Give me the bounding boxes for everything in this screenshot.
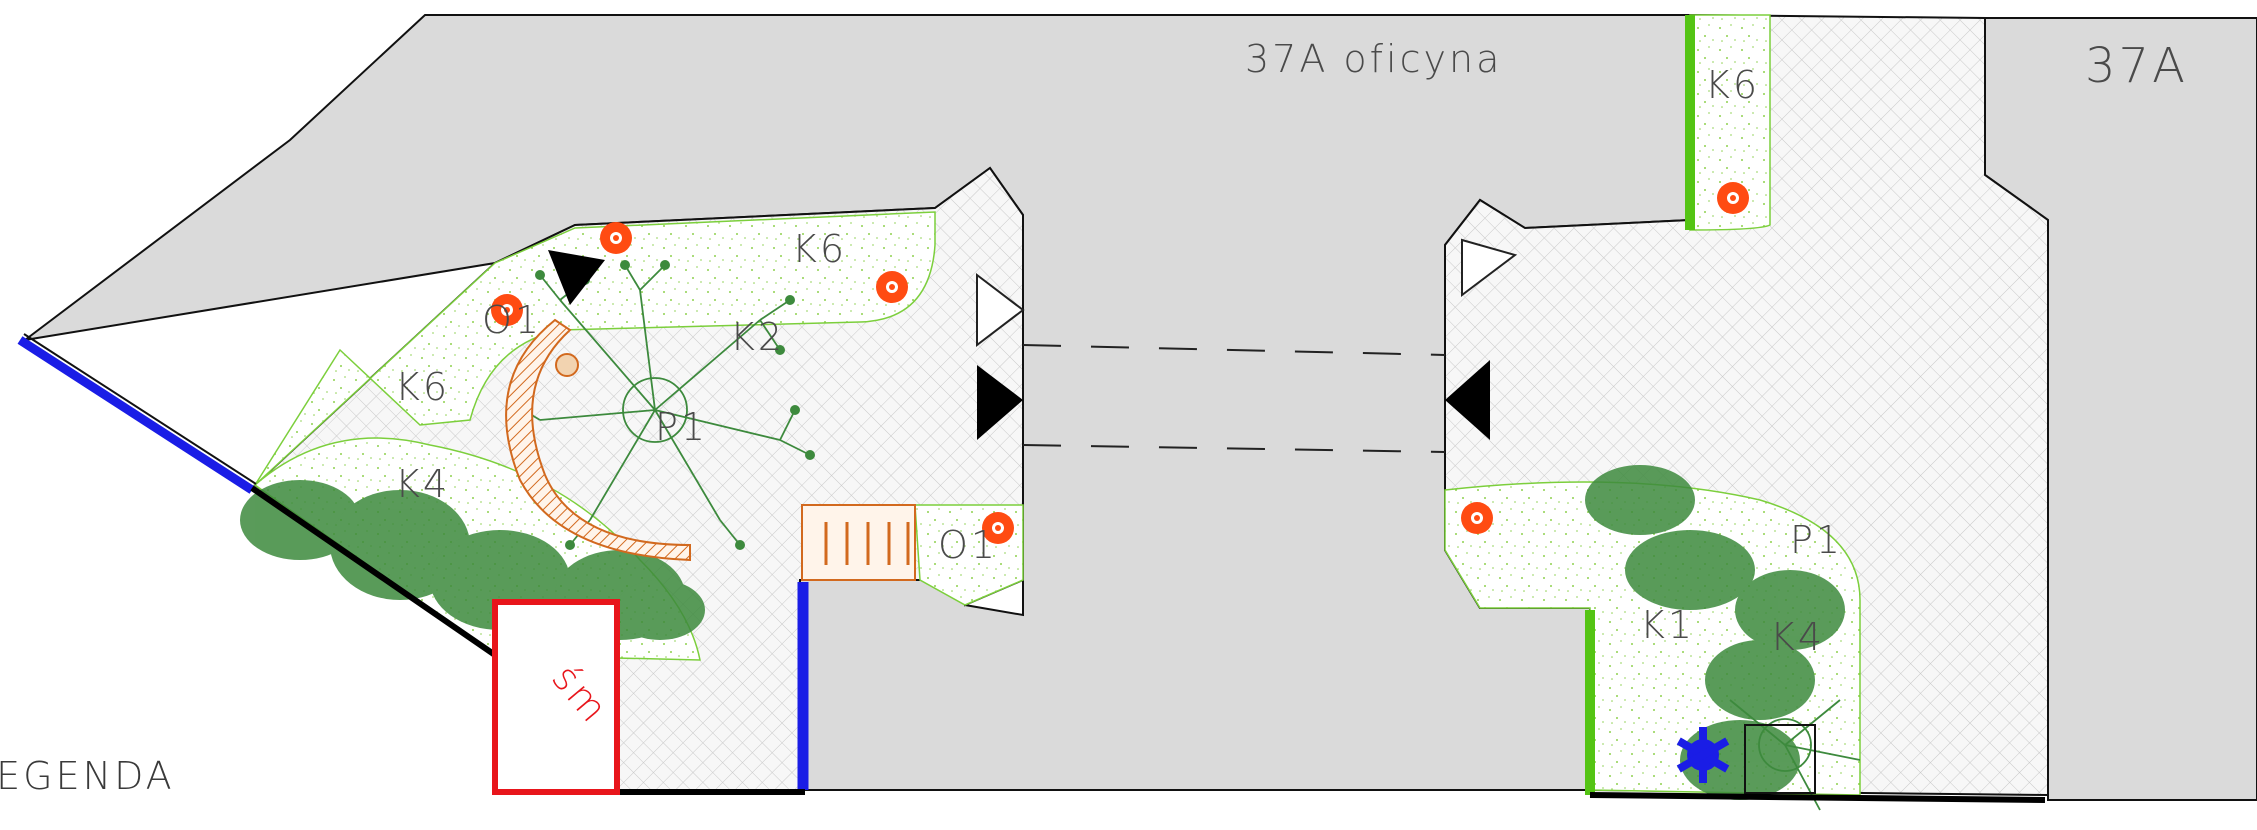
zone-label-p1: P1 xyxy=(1790,518,1843,562)
planting-bed-right-top xyxy=(1689,14,1771,231)
zone-label-o1: O1 xyxy=(482,298,542,342)
zone-label-k6: K6 xyxy=(1705,63,1760,107)
entrance-arrow-open-icon xyxy=(1461,238,1518,298)
lamp-icon xyxy=(982,512,1014,544)
legend-title: LEGENDA xyxy=(0,754,175,798)
wall-black-right-bottom xyxy=(1589,792,2046,803)
tree-p1-right xyxy=(1729,699,1861,811)
curved-bench xyxy=(505,318,691,562)
zone-label-o1: O1 xyxy=(938,523,998,567)
entrance-arrow-icon xyxy=(548,250,605,305)
lamp-icon xyxy=(1717,182,1749,214)
zone-label-k6: K6 xyxy=(792,227,847,271)
zone-label-k4: K4 xyxy=(395,462,450,506)
outbuilding-label: 37A oficyna xyxy=(1245,37,1502,81)
main-building-label: 37A xyxy=(2085,38,2188,94)
lamp-icon xyxy=(876,271,908,303)
fence-blue-left xyxy=(17,336,255,494)
zone-label-k4: K4 xyxy=(1770,615,1825,659)
bench-post-icon xyxy=(555,353,579,377)
water-point-icon xyxy=(1676,727,1730,783)
waste-area xyxy=(492,599,620,795)
bike-rack xyxy=(801,504,916,581)
entrance-arrow-icon xyxy=(977,365,1023,440)
lamp-icon xyxy=(600,222,632,254)
zone-label-p1: P1 xyxy=(655,405,708,449)
passage-line-upper xyxy=(1022,344,1446,356)
entrance-arrow-open-icon xyxy=(976,272,1025,348)
fence-blue-left-inner xyxy=(23,333,257,485)
zone-label-k6: K6 xyxy=(395,365,450,409)
lamp-icon xyxy=(491,294,523,326)
lamp-icon xyxy=(1461,502,1493,534)
tree-grate xyxy=(1744,724,1816,794)
tree-k1-k4-right xyxy=(1585,465,1845,800)
zone-label-k1: K1 xyxy=(1640,603,1695,647)
entrance-arrow-icon xyxy=(1445,360,1490,440)
passage-line-lower xyxy=(1022,444,1446,453)
zone-label-k2: K2 xyxy=(730,315,785,359)
